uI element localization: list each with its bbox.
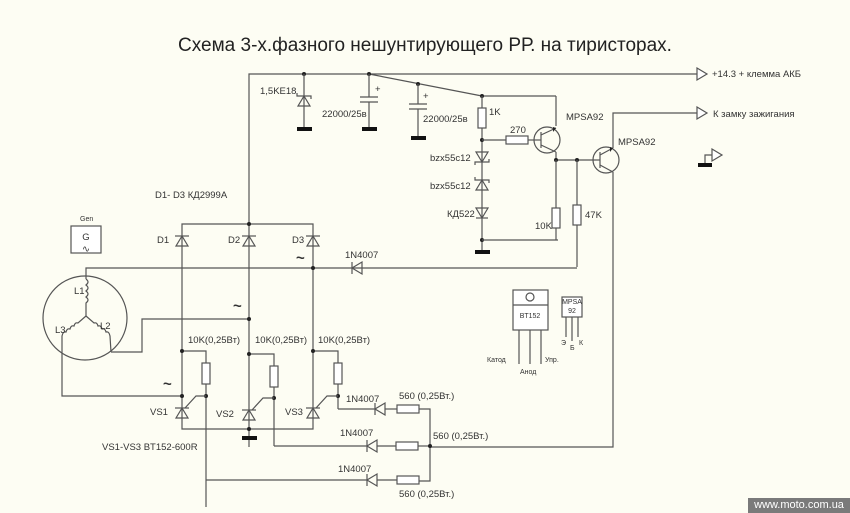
stator: L1 L2 L3	[42, 275, 128, 361]
svg-text:Анод: Анод	[520, 369, 536, 376]
svg-text:D2: D2	[228, 235, 240, 246]
svg-text:D1: D1	[157, 235, 169, 246]
svg-text:D3: D3	[292, 235, 304, 246]
resistor-1k	[477, 107, 487, 129]
svg-text:~: ~	[296, 250, 305, 267]
resistor-47k	[572, 204, 582, 226]
svg-text:560 (0,25Вт.): 560 (0,25Вт.)	[399, 489, 454, 500]
svg-text:+: +	[375, 84, 381, 95]
svg-text:10K(0,25Вт): 10K(0,25Вт)	[318, 335, 370, 346]
svg-text:270: 270	[510, 125, 526, 136]
svg-text:MPSA92: MPSA92	[618, 137, 656, 148]
diagram-title: Схема 3-х.фазного нешунтирующего РР. на …	[178, 35, 672, 56]
svg-text:L1: L1	[74, 286, 85, 297]
output-arrow-icon	[696, 105, 709, 121]
tvs-diode: 1,5KE18	[260, 74, 312, 131]
ground-icon	[411, 136, 426, 140]
svg-text:47K: 47K	[585, 210, 603, 221]
svg-text:Э: Э	[561, 340, 566, 347]
svg-text:VS3: VS3	[285, 407, 303, 418]
ground-icon	[297, 127, 312, 131]
svg-text:L2: L2	[100, 321, 111, 332]
svg-text:Б: Б	[570, 345, 575, 352]
svg-text:~: ~	[163, 376, 172, 393]
svg-text:Катод: Катод	[487, 357, 506, 364]
svg-text:VS2: VS2	[216, 409, 234, 420]
svg-text:bzx55c12: bzx55c12	[430, 153, 471, 164]
ground-icon	[242, 436, 257, 440]
svg-text:92: 92	[568, 308, 576, 315]
phase-wires	[61, 266, 577, 398]
svg-text:1N4007: 1N4007	[345, 250, 378, 261]
svg-text:1N4007: 1N4007	[346, 394, 379, 405]
svg-text:10K(0,25Вт): 10K(0,25Вт)	[188, 335, 240, 346]
ground-icon	[362, 127, 377, 131]
svg-text:1,5KE18: 1,5KE18	[260, 86, 296, 97]
ground-icon	[475, 250, 490, 254]
capacitor-1: + 22000/25в	[322, 74, 381, 131]
transistor-q2: MPSA 92	[430, 112, 697, 448]
gate-drive: 1N4007 560 (0,25Вт.) 1N4007 560 (0,25Вт.…	[206, 391, 488, 500]
chassis-ground-icon	[698, 147, 724, 167]
svg-text:L3: L3	[55, 325, 66, 336]
divider-network: 10K 47K	[535, 158, 603, 267]
svg-text:G: G	[82, 232, 89, 243]
transistor-q1: MPSA92	[533, 112, 604, 160]
resistor-10k	[551, 207, 561, 229]
thyristors: VS1 VS2 VS3 VS1-VS3 BT152-600R	[102, 395, 338, 453]
generator-icon: Gen G ∿	[70, 216, 102, 255]
svg-text:22000/25в: 22000/25в	[322, 109, 367, 120]
resistor-270: 270	[482, 125, 538, 145]
gate-resistors: 10K(0,25Вт) 10K(0,25Вт) 10K(0,25Вт)	[180, 335, 370, 507]
svg-text:VS1-VS3 BT152-600R: VS1-VS3 BT152-600R	[102, 442, 198, 453]
svg-text:К: К	[579, 340, 584, 347]
svg-text:10K(0,25Вт): 10K(0,25Вт)	[255, 335, 307, 346]
capacitor-2: + 22000/25в	[409, 84, 468, 140]
svg-text:BT152: BT152	[520, 313, 541, 320]
ignition-label: К замку зажигания	[713, 109, 795, 120]
battery-output: +14.3 + клемма АКБ	[696, 66, 801, 82]
svg-text:Gen: Gen	[80, 216, 93, 223]
svg-text:10K: 10K	[535, 221, 553, 232]
diode-bridge: D1 D2 D3 ~ ~ ~	[157, 217, 321, 447]
svg-text:КД522: КД522	[447, 209, 475, 220]
svg-text:bzx55c12: bzx55c12	[430, 181, 471, 192]
bridge-note: D1- D3 КД2999А	[155, 190, 228, 201]
battery-label: +14.3 + клемма АКБ	[712, 69, 801, 80]
svg-text:560 (0,25Вт.): 560 (0,25Вт.)	[399, 391, 454, 402]
watermark[interactable]: www.moto.com.ua	[748, 498, 850, 513]
svg-text:Упр.: Упр.	[545, 357, 559, 364]
svg-text:560 (0,25Вт.): 560 (0,25Вт.)	[433, 431, 488, 442]
output-arrow-icon	[696, 66, 709, 82]
svg-text:MPSA: MPSA	[562, 299, 582, 306]
mpsa92-pinout: MPSA 92 Э Б К	[561, 296, 584, 352]
svg-text:1N4007: 1N4007	[340, 428, 373, 439]
reference-chain: 1K bzx55c12 bzx55c12 КД522	[430, 96, 558, 254]
svg-text:22000/25в: 22000/25в	[423, 114, 468, 125]
svg-text:~: ~	[233, 298, 242, 315]
svg-text:∿: ∿	[82, 244, 90, 255]
svg-text:1N4007: 1N4007	[338, 464, 371, 475]
svg-text:+: +	[423, 91, 429, 102]
ignition-output: К замку зажигания	[696, 105, 795, 121]
svg-text:MPSA92: MPSA92	[566, 112, 604, 123]
top-rail	[248, 72, 697, 217]
bt152-pinout: BT152 Катод Анод Упр.	[487, 289, 559, 376]
svg-text:VS1: VS1	[150, 407, 168, 418]
svg-text:1K: 1K	[489, 107, 501, 118]
diode-1n4007-top: 1N4007	[345, 250, 378, 276]
